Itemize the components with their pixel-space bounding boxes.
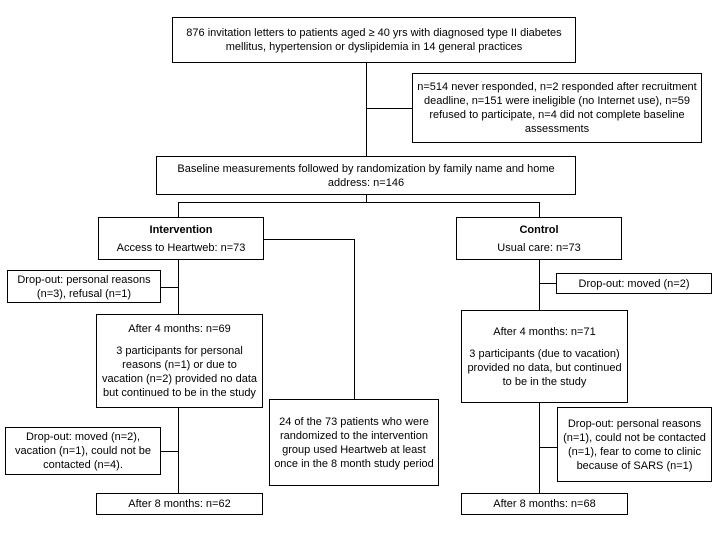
node-control-dropout-2-text: Drop-out: personal reasons (n=1), could … — [563, 417, 706, 472]
node-control-title: Control — [519, 223, 559, 236]
node-invitation-text: 876 invitation letters to patients aged … — [186, 27, 562, 53]
connector-control-spine-1 — [539, 259, 540, 310]
connector-control-dropout1 — [539, 283, 557, 284]
connector-invitation-to-exclusions — [366, 108, 413, 109]
connector-intervention-to-usage-v — [354, 239, 355, 399]
connector-split-to-control — [539, 202, 540, 218]
node-control-text: Usual care: n=73 — [497, 241, 581, 254]
node-intervention-4months: After 4 months: n=69 3 participants for … — [96, 314, 263, 408]
node-control: Control Usual care: n=73 — [456, 217, 622, 260]
node-intervention-dropout-1: Drop-out: personal reasons (n=3), refusa… — [7, 270, 161, 303]
node-exclusions-text: n=514 never responded, n=2 responded aft… — [417, 81, 697, 135]
node-baseline: Baseline measurements followed by random… — [156, 156, 576, 195]
node-control-dropout-2: Drop-out: personal reasons (n=1), could … — [557, 407, 712, 482]
node-control-8months-text: After 8 months: n=68 — [493, 498, 596, 510]
node-intervention-dropout-2-text: Drop-out: moved (n=2), vacation (n=1), c… — [14, 431, 152, 471]
node-intervention-4months-note: 3 participants for personal reasons (n=1… — [101, 345, 258, 399]
connector-intervention-to-usage-h — [264, 239, 355, 240]
node-heartweb-usage-text: 24 of the 73 patients who were randomize… — [274, 415, 434, 470]
node-intervention-dropout-2: Drop-out: moved (n=2), vacation (n=1), c… — [5, 427, 161, 475]
connector-intervention-spine-2 — [178, 407, 179, 493]
node-control-4months-note: 3 participants (due to vacation) provide… — [467, 347, 622, 388]
node-intervention-dropout-1-text: Drop-out: personal reasons (n=3), refusa… — [17, 273, 151, 300]
node-intervention-8months: After 8 months: n=62 — [96, 493, 263, 515]
node-intervention-4months-headline: After 4 months: n=69 — [128, 323, 231, 335]
node-control-dropout-1: Drop-out: moved (n=2) — [556, 273, 712, 294]
node-control-4months-headline: After 4 months: n=71 — [493, 325, 596, 338]
node-intervention-8months-text: After 8 months: n=62 — [128, 498, 231, 510]
node-control-4months: After 4 months: n=71 3 participants (due… — [461, 310, 628, 403]
node-heartweb-usage: 24 of the 73 patients who were randomize… — [269, 399, 439, 486]
connector-invitation-to-baseline — [366, 62, 367, 157]
node-intervention-text: Access to Heartweb: n=73 — [116, 241, 246, 254]
node-control-dropout-1-text: Drop-out: moved (n=2) — [578, 277, 690, 290]
connector-intervention-dropout1 — [160, 287, 179, 288]
connector-randomization-split — [178, 202, 540, 203]
node-intervention: Intervention Access to Heartweb: n=73 — [98, 217, 264, 260]
node-intervention-title: Intervention — [149, 223, 213, 236]
node-exclusions: n=514 never responded, n=2 responded aft… — [412, 73, 702, 143]
connector-split-to-intervention — [178, 202, 179, 218]
connector-intervention-dropout2 — [160, 451, 179, 452]
node-baseline-text: Baseline measurements followed by random… — [177, 162, 555, 189]
connector-baseline-down — [366, 194, 367, 203]
node-control-8months: After 8 months: n=68 — [461, 493, 628, 515]
node-invitation: 876 invitation letters to patients aged … — [172, 17, 576, 63]
connector-control-dropout2 — [539, 447, 557, 448]
